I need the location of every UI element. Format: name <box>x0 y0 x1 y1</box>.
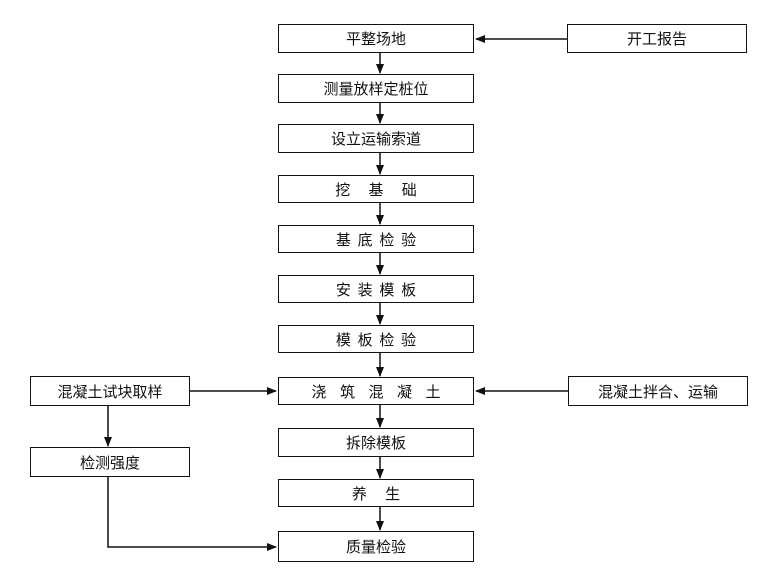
step-pour-concrete: 浇筑混凝土 <box>278 377 474 405</box>
step-survey-stake: 测量放样定桩位 <box>278 74 474 103</box>
step-level-site: 平整场地 <box>278 24 474 53</box>
step-cableway: 设立运输索道 <box>278 124 474 153</box>
side-start-report: 开工报告 <box>567 24 747 53</box>
step-excavate: 挖 基 础 <box>278 175 474 203</box>
side-strength-test: 检测强度 <box>30 447 190 477</box>
arrow-strength-to-s11 <box>107 477 277 551</box>
side-concrete-sample: 混凝土试块取样 <box>30 376 190 406</box>
step-remove-formwork: 拆除模板 <box>278 428 474 457</box>
step-base-inspection: 基底检验 <box>278 225 474 253</box>
step-formwork-inspection: 模板检验 <box>278 325 474 353</box>
step-curing: 养 生 <box>278 479 474 507</box>
step-install-formwork: 安装模板 <box>278 275 474 303</box>
step-quality-inspection: 质量检验 <box>278 531 474 562</box>
side-mixing-transport: 混凝土拌合、运输 <box>568 376 748 406</box>
